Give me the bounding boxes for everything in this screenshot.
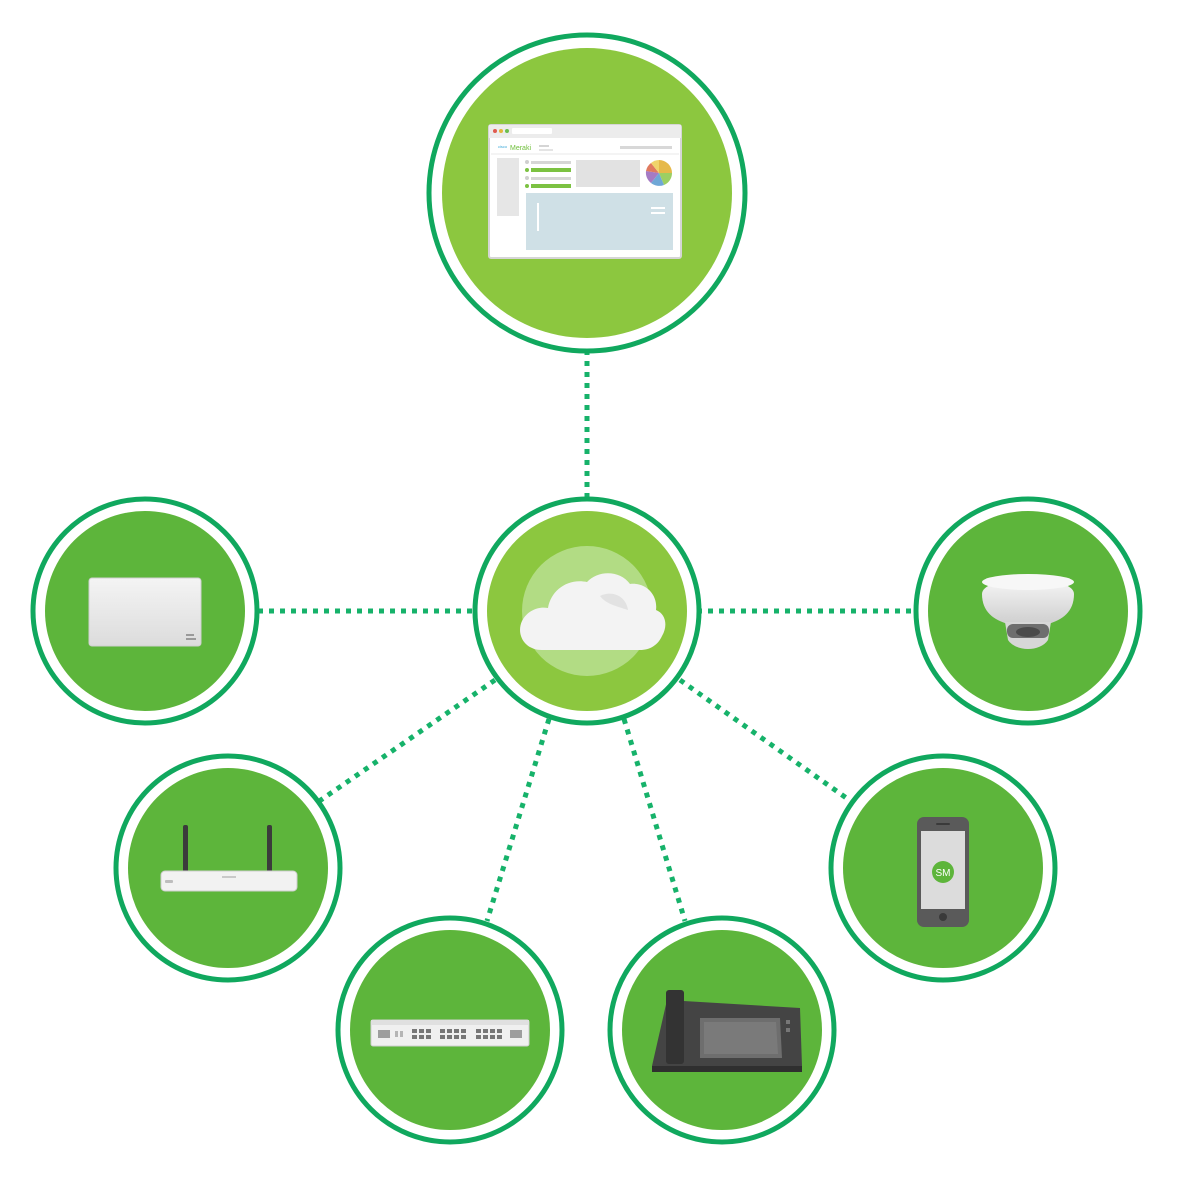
dashboard-node[interactable]: cisco Meraki	[426, 32, 748, 354]
link-cloud-router	[316, 677, 497, 805]
dashboard-brand: Meraki	[510, 145, 531, 152]
sm-badge-label: SM	[936, 868, 951, 879]
pie-chart-icon	[645, 160, 673, 186]
dashboard-browser-icon: cisco Meraki	[488, 124, 682, 259]
connections	[258, 350, 917, 922]
access-point-icon	[88, 577, 202, 647]
sm-badge	[932, 861, 954, 883]
switch-node[interactable]	[335, 915, 565, 1145]
desk-phone-node[interactable]	[607, 915, 837, 1145]
dome-camera-icon	[982, 574, 1074, 649]
wireless-router-icon	[160, 825, 298, 892]
camera-node[interactable]	[913, 496, 1143, 726]
smartphone-icon: SM	[917, 817, 969, 927]
dashboard-brand-small: cisco	[498, 144, 508, 149]
link-cloud-mobile	[678, 677, 854, 805]
router-disc	[128, 768, 328, 968]
router-node[interactable]	[113, 753, 343, 983]
link-cloud-desk-phone	[621, 718, 688, 922]
rack-switch-icon	[370, 1019, 530, 1047]
link-cloud-switch	[484, 718, 552, 922]
cloud-icon	[520, 573, 666, 650]
desk-phone-icon	[652, 990, 802, 1072]
cloud-node[interactable]	[472, 496, 702, 726]
mobile-node[interactable]: SM	[828, 753, 1058, 983]
access-point-node[interactable]	[30, 496, 260, 726]
